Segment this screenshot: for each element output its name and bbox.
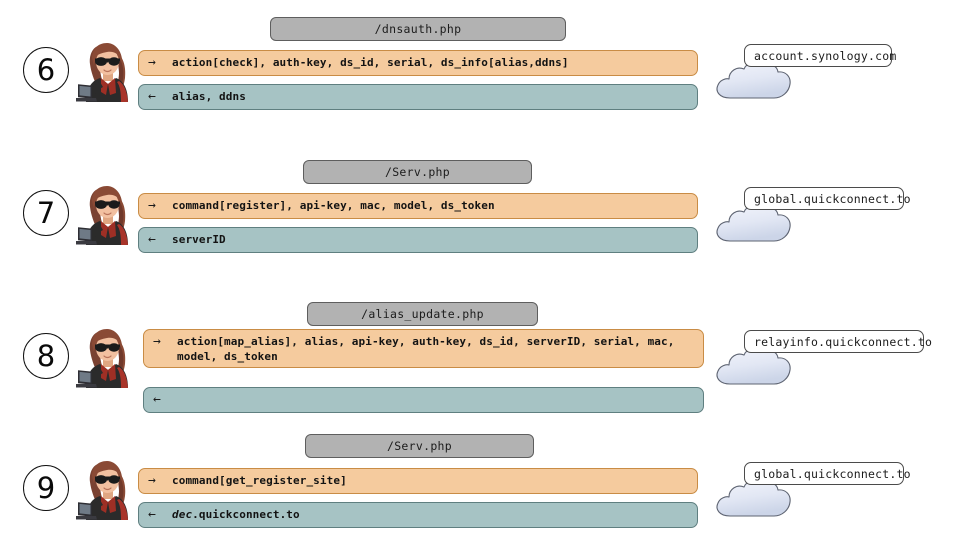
response-arrow-icon: ← [153,392,161,407]
endpoint-label: /Serv.php [303,160,532,184]
endpoint-label: /Serv.php [305,434,534,458]
protocol-step-7: 7 [0,143,956,286]
request-message: → command[register], api-key, mac, model… [138,193,698,219]
endpoint-label: /dnsauth.php [270,17,566,41]
response-text: alias, ddns [172,90,246,103]
step-number-badge: 9 [23,465,69,511]
request-message: → action[check], auth-key, ds_id, serial… [138,50,698,76]
response-text-italic-prefix: dec [172,508,193,521]
response-arrow-icon: ← [148,89,156,104]
endpoint-label: /alias_update.php [307,302,538,326]
step-number-badge: 8 [23,333,69,379]
server-host-label: global.quickconnect.to [744,462,911,485]
request-message: → action[map_alias], alias, api-key, aut… [143,329,704,368]
request-arrow-icon: → [153,334,161,349]
response-text: .quickconnect.to [192,508,300,521]
protocol-step-6: 6 [0,0,956,143]
response-message: ← alias, ddns [138,84,698,110]
response-text: serverID [172,233,226,246]
response-text-wrapper: dec.quickconnect.to [172,507,687,522]
response-message: ← dec.quickconnect.to [138,502,698,528]
hacker-at-laptop-icon [76,179,138,245]
response-arrow-icon: ← [148,507,156,522]
request-arrow-icon: → [148,473,156,488]
request-text: action[check], auth-key, ds_id, serial, … [172,56,569,69]
hacker-at-laptop-icon [76,322,138,388]
request-arrow-icon: → [148,55,156,70]
server-host-label: account.synology.com [744,44,896,67]
request-message: → command[get_register_site] [138,468,698,494]
server-host-label: global.quickconnect.to [744,187,911,210]
response-arrow-icon: ← [148,232,156,247]
protocol-step-8: 8 [0,286,956,429]
hacker-at-laptop-icon [76,454,138,520]
request-text: action[map_alias], alias, api-key, auth-… [177,335,675,363]
response-message: ← [143,387,704,413]
step-number-badge: 7 [23,190,69,236]
request-text: command[register], api-key, mac, model, … [172,199,495,212]
hacker-at-laptop-icon [76,36,138,102]
protocol-step-9: 9 [0,418,956,540]
request-text: command[get_register_site] [172,474,347,487]
server-host-label: relayinfo.quickconnect.to [744,330,932,353]
step-number-badge: 6 [23,47,69,93]
request-arrow-icon: → [148,198,156,213]
response-message: ← serverID [138,227,698,253]
